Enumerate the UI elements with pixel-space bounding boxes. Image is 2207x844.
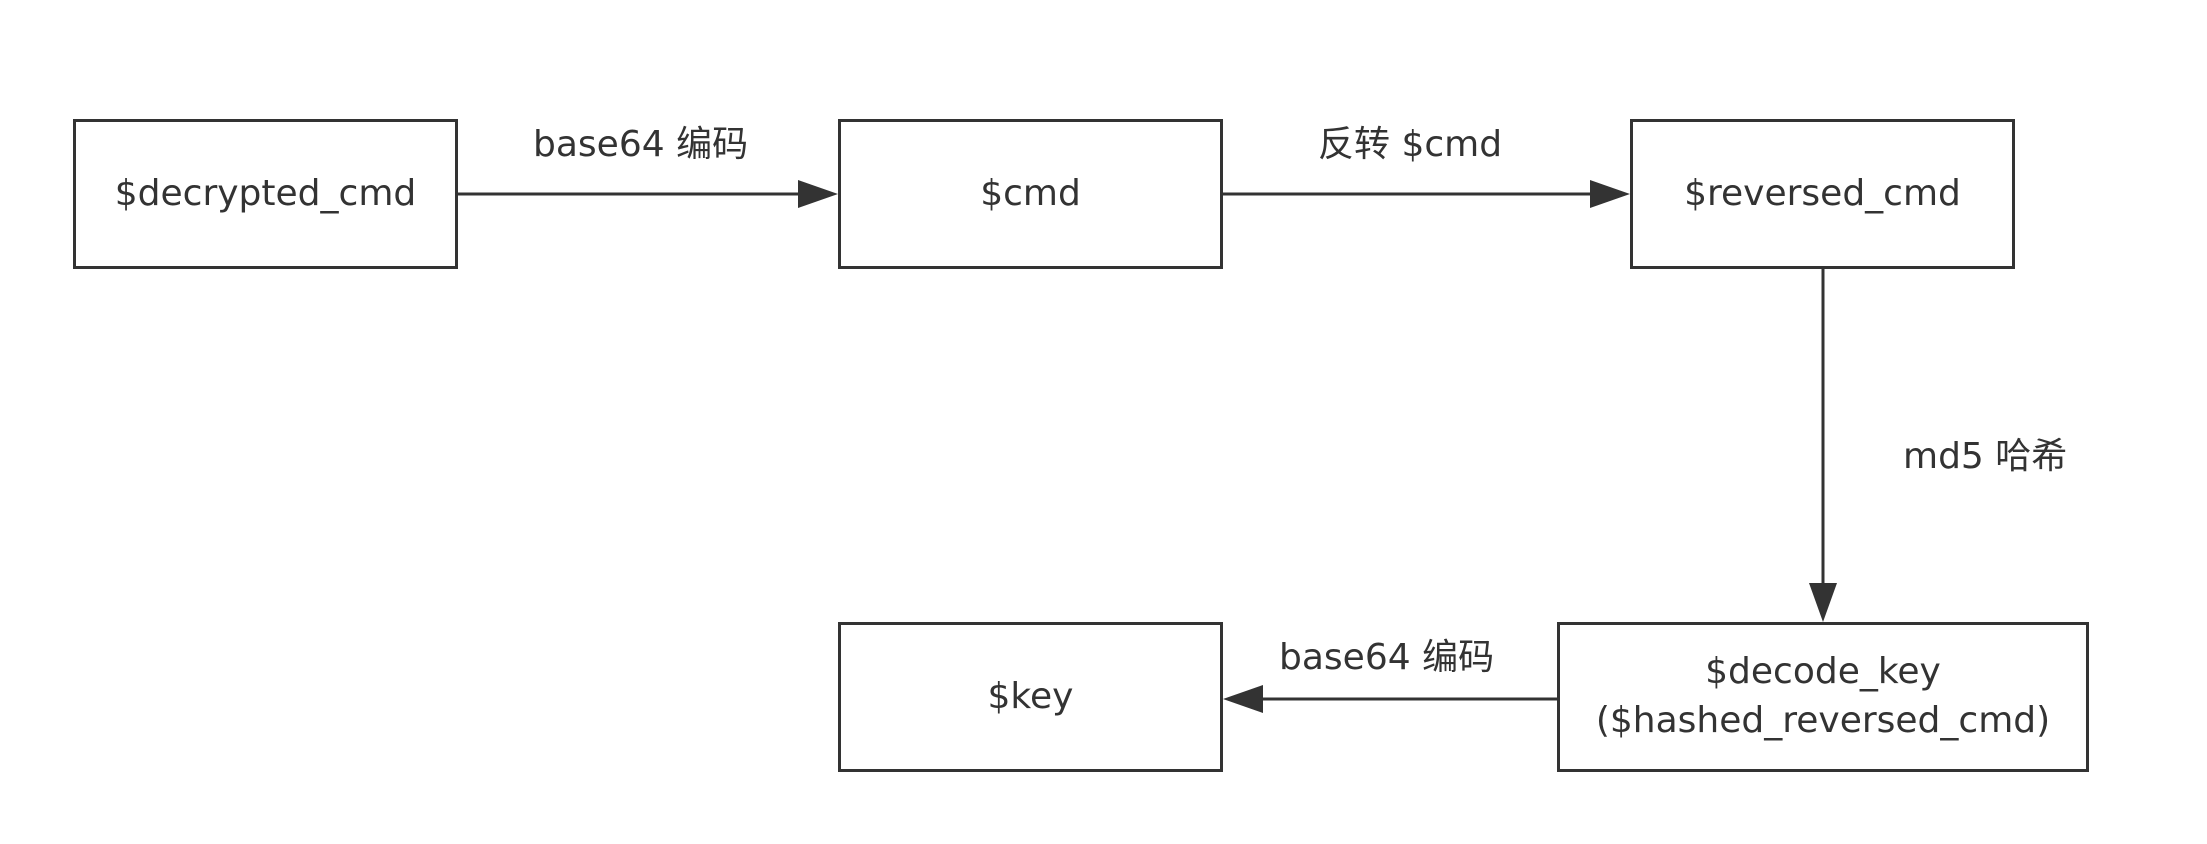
edge-label-base64-encode-2: base64 编码 [1279,637,1495,678]
node-label-line2: ($hashed_reversed_cmd) [1595,700,2051,741]
node-cmd: $cmd [838,119,1223,269]
edge-label-reverse-cmd: 反转 $cmd [1318,124,1503,165]
arrowhead-right-icon [1590,180,1630,208]
arrowhead-left-icon [1223,685,1263,713]
node-reversed-cmd: $reversed_cmd [1630,119,2015,269]
arrowhead-down-icon [1809,583,1837,622]
node-key: $key [838,622,1223,772]
edge-label-base64-encode: base64 编码 [533,124,749,165]
arrowhead-right-icon [798,180,838,208]
node-decrypted-cmd: $decrypted_cmd [73,119,458,269]
node-decode-key: $decode_key ($hashed_reversed_cmd) [1557,622,2089,772]
node-label-line1: $decode_key [1705,651,1941,693]
edge-label-md5-hash: md5 哈希 [1903,436,2068,477]
node-label: $decrypted_cmd [114,172,417,214]
node-label: $reversed_cmd [1684,172,1961,214]
node-label: $cmd [980,172,1081,214]
node-label: $key [987,675,1074,717]
